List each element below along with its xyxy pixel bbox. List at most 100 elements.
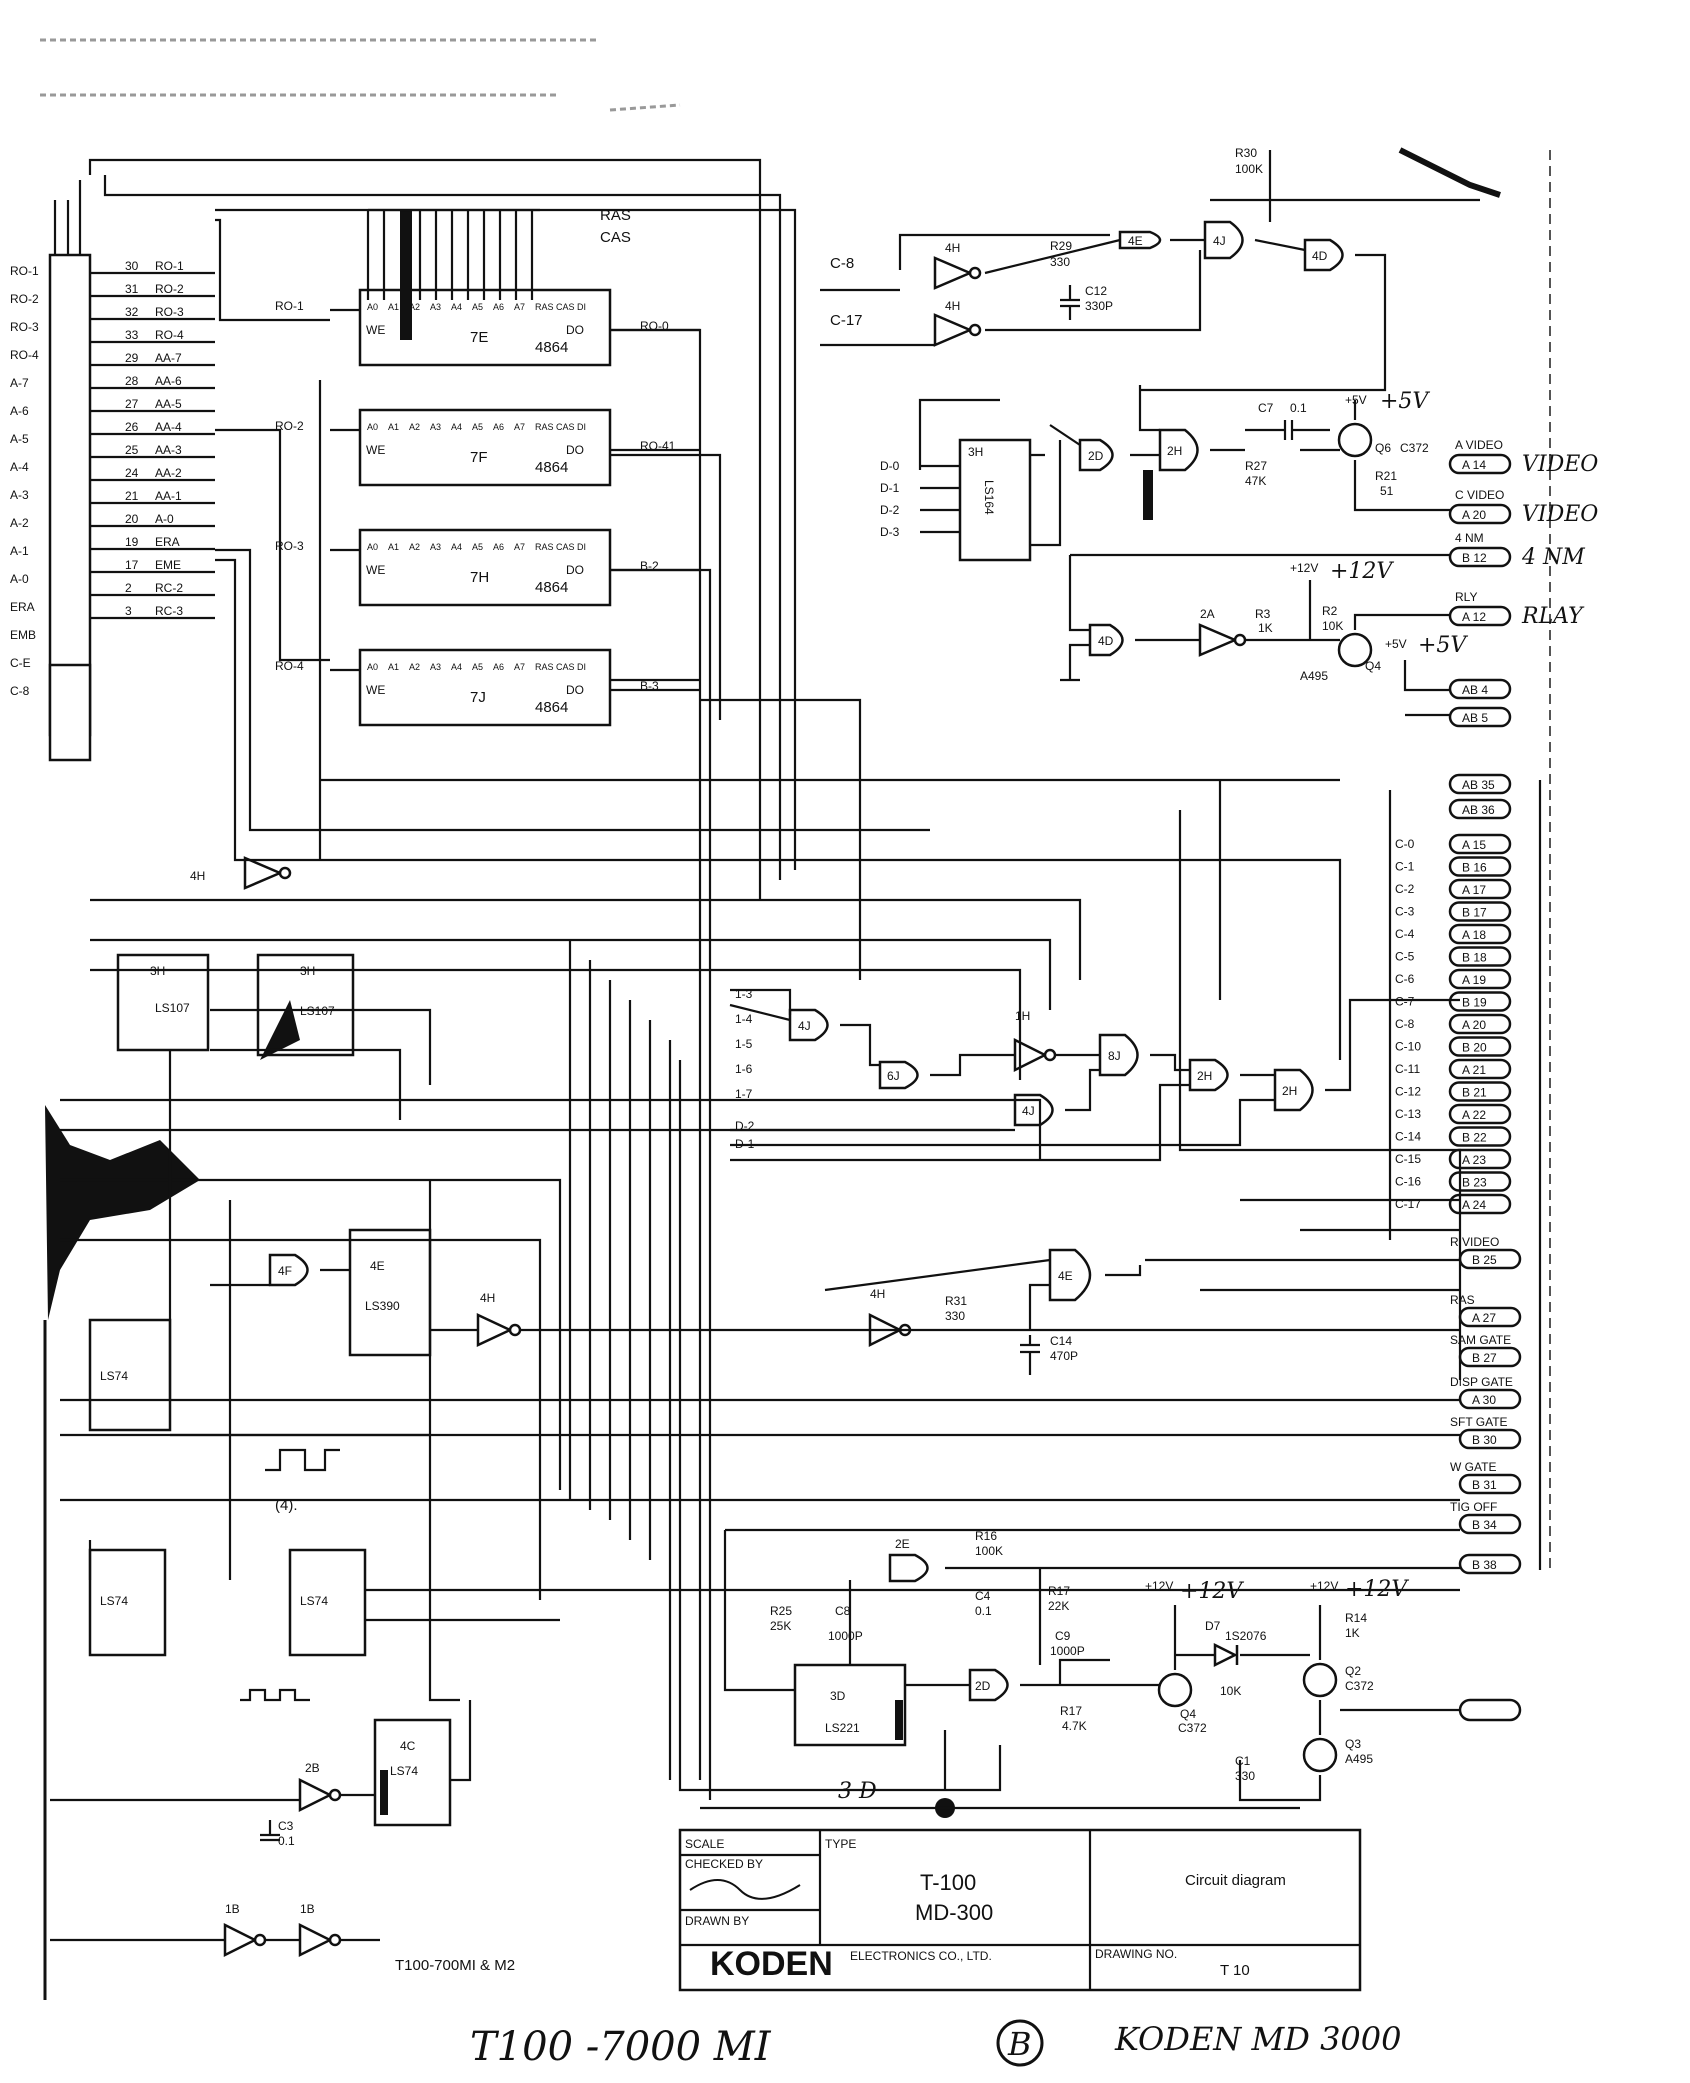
r31-label: R31 bbox=[945, 1294, 967, 1308]
c7-label: C7 bbox=[1258, 401, 1274, 415]
lower-connector-pin-text: B 34 bbox=[1472, 1518, 1497, 1532]
ram-ref: 7F bbox=[470, 449, 488, 466]
type-value-1: T-100 bbox=[920, 1870, 976, 1895]
left-pin-number: 33 bbox=[125, 328, 139, 342]
shift-reg-input: D-0 bbox=[880, 459, 900, 473]
r29-label: R29 bbox=[1050, 239, 1072, 253]
c-bus-pin bbox=[1448, 878, 1512, 900]
ram-pin-label: A4 bbox=[451, 422, 462, 432]
right-connector-handwritten: VIDEO bbox=[1522, 502, 1598, 527]
c7-value: 0.1 bbox=[1290, 401, 1307, 415]
shift-reg-input: D-3 bbox=[880, 525, 900, 539]
gate-4e-ref-2: 4E bbox=[1058, 1269, 1073, 1283]
ram-row-signal: RO-1 bbox=[275, 299, 304, 313]
mid-logic-input: 1-4 bbox=[735, 1012, 753, 1026]
left-connector-label: A-3 bbox=[10, 488, 29, 502]
type-label: TYPE bbox=[825, 1837, 856, 1851]
ram-pin-label: A6 bbox=[493, 662, 504, 672]
left-signal-label: RO-4 bbox=[155, 328, 184, 342]
q6-label: Q6 bbox=[1375, 441, 1391, 455]
left-connector-label: A-1 bbox=[10, 544, 29, 558]
c-bus-pin-text: B 23 bbox=[1462, 1176, 1487, 1190]
lower-connector-pin-text: A 27 bbox=[1472, 1311, 1496, 1325]
handwritten-maker: KODEN MD 3000 bbox=[1114, 2020, 1402, 2058]
left-pin-number: 32 bbox=[125, 305, 139, 319]
lower-connector-pin bbox=[1458, 1513, 1522, 1535]
c-bus-pin bbox=[1448, 1081, 1512, 1102]
lower-connector-pin-text: B 30 bbox=[1472, 1433, 1497, 1447]
c-bus-signal: C-1 bbox=[1395, 860, 1415, 874]
ab-pin-text: AB 36 bbox=[1462, 803, 1495, 817]
c-bus-signal: C-10 bbox=[1395, 1040, 1421, 1054]
c-bus-pin-text: A 15 bbox=[1462, 838, 1486, 852]
left-signal-label: AA-6 bbox=[155, 374, 182, 388]
ram-pin-label: DI bbox=[577, 542, 586, 552]
ram-pin-label: A1 bbox=[388, 542, 399, 552]
c-bus-pin-text: A 17 bbox=[1462, 883, 1486, 897]
ram-we-label: WE bbox=[366, 563, 385, 577]
gate-4j-mid: 4J bbox=[798, 1019, 811, 1033]
left-pin-number: 26 bbox=[125, 420, 139, 434]
left-connector-label: ERA bbox=[10, 600, 35, 614]
c9-value: 1000P bbox=[1050, 1644, 1085, 1658]
gate-8j-mid: 8J bbox=[1108, 1049, 1121, 1063]
lower-connector-pin-text: A 30 bbox=[1472, 1393, 1496, 1407]
inv-1b-ref-2: 1B bbox=[300, 1902, 315, 1916]
right-connector-label: A VIDEO bbox=[1455, 438, 1503, 452]
ram-pin-label: A4 bbox=[451, 662, 462, 672]
c-bus-pin bbox=[1448, 1013, 1512, 1035]
ram-row-signal: RO-4 bbox=[275, 659, 304, 673]
ram-pin-label: A2 bbox=[409, 542, 420, 552]
timer-section: LS221 3D 3 D R25 25K C8 1000P C4 0.1 R16… bbox=[678, 1528, 1522, 1804]
plus12-handwritten: +12V bbox=[1330, 559, 1394, 584]
c-bus-signal: C-14 bbox=[1395, 1130, 1421, 1144]
left-pin-number: 29 bbox=[125, 351, 139, 365]
r17b-value: 4.7K bbox=[1062, 1719, 1087, 1733]
inv-4h-ref-3: 4H bbox=[190, 869, 205, 883]
gate-4e-ref: 4E bbox=[1128, 234, 1143, 248]
c-bus-pin bbox=[1448, 968, 1512, 990]
lower-connector-label: DISP GATE bbox=[1450, 1375, 1513, 1389]
ls221-part: LS221 bbox=[825, 1721, 860, 1735]
c-bus-pin-text: A 22 bbox=[1462, 1108, 1486, 1122]
inv-4h-ref-4: 4H bbox=[480, 1291, 495, 1305]
plus12-printed: +12V bbox=[1290, 561, 1318, 575]
ls74-d-ref: 4C bbox=[400, 1739, 416, 1753]
left-connector bbox=[48, 180, 92, 762]
ab-pin-text: AB 5 bbox=[1462, 711, 1488, 725]
ram-part: 4864 bbox=[535, 579, 568, 596]
type-value-2: MD-300 bbox=[915, 1900, 993, 1925]
ram-we-label: WE bbox=[366, 323, 385, 337]
left-signal-label: RC-3 bbox=[155, 604, 183, 618]
c-bus-signal: C-16 bbox=[1395, 1175, 1421, 1189]
lower-connector-label: SFT GATE bbox=[1450, 1415, 1508, 1429]
c1-label: C1 bbox=[1235, 1754, 1251, 1768]
left-signal-label: AA-2 bbox=[155, 466, 182, 480]
r29-value: 330 bbox=[1050, 255, 1070, 269]
left-connector-label: A-6 bbox=[10, 404, 29, 418]
ram-ref: 7H bbox=[470, 569, 489, 586]
ram-we-label: WE bbox=[366, 683, 385, 697]
r27-value: 47K bbox=[1245, 474, 1266, 488]
d7-label: D7 bbox=[1205, 1619, 1221, 1633]
photocopy-noise bbox=[40, 38, 1551, 2000]
right-connector-pin bbox=[1448, 503, 1512, 525]
q3-type: A495 bbox=[1345, 1752, 1373, 1766]
c3-label: C3 bbox=[278, 1819, 294, 1833]
title-block: SCALE CHECKED BY DRAWN BY TYPE T-100 MD-… bbox=[678, 1828, 1362, 1992]
plus5-handwritten: +5V bbox=[1380, 389, 1430, 414]
q2-type: C372 bbox=[1345, 1679, 1374, 1693]
r31-value: 330 bbox=[945, 1309, 965, 1323]
ram-pin-label: A0 bbox=[367, 662, 378, 672]
gate-4j-ref: 4J bbox=[1213, 234, 1226, 248]
left-signal-label: AA-5 bbox=[155, 397, 182, 411]
inv-1b-ref: 1B bbox=[225, 1902, 240, 1916]
right-connector-pin-text: A 20 bbox=[1462, 508, 1486, 522]
c-bus-signal: C-3 bbox=[1395, 905, 1415, 919]
checked-label: CHECKED BY bbox=[685, 1857, 763, 1871]
c-bus-pin bbox=[1448, 1036, 1512, 1057]
left-pin-number: 20 bbox=[125, 512, 139, 526]
c-bus-pin-text: B 21 bbox=[1462, 1086, 1487, 1100]
left-pin-number: 19 bbox=[125, 535, 139, 549]
